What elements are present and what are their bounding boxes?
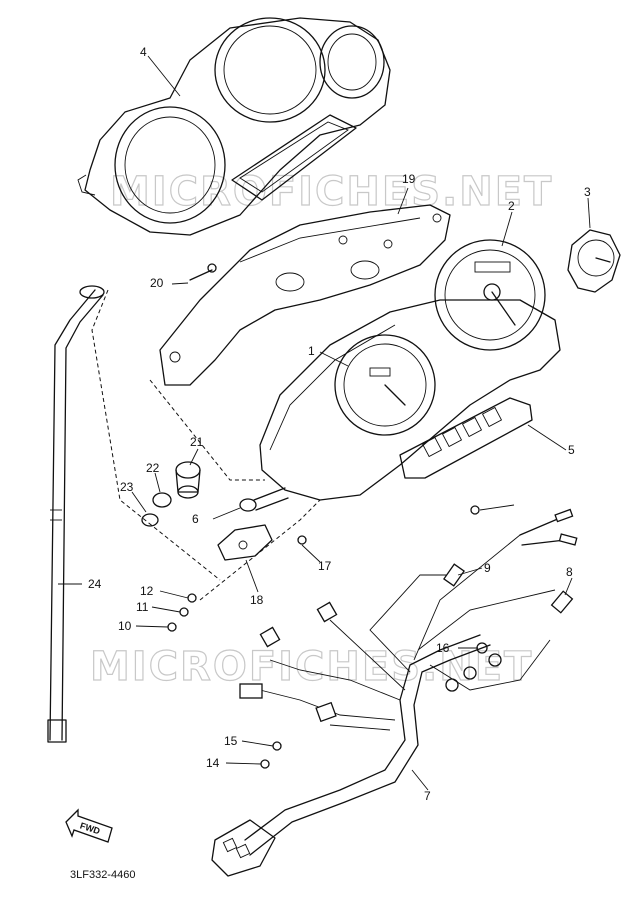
washer-part-22 (152, 492, 172, 508)
bulb-sockets-part-16 (445, 642, 502, 692)
watermark-top: MICROFICHES.NET (110, 169, 553, 215)
grommet-part-21 (175, 461, 201, 499)
callout-3: 3 (584, 185, 591, 199)
leader-lines (58, 55, 591, 791)
meter-assembly (259, 239, 561, 501)
assembly-guide-low (199, 499, 321, 601)
callout-15: 15 (224, 734, 238, 748)
nut-part-23 (141, 513, 159, 527)
bulb-part-8 (550, 590, 574, 614)
screw-part-13 (470, 505, 480, 515)
callout-7: 7 (424, 789, 431, 803)
meter-cover-part-4 (77, 17, 391, 236)
tachometer-part-1 (334, 334, 436, 436)
callout-9: 9 (484, 561, 491, 575)
gauge-part-3 (567, 229, 621, 293)
stay-part-18 (217, 524, 273, 561)
callout-6: 6 (192, 512, 199, 526)
indicator-panel-part-5 (399, 397, 533, 479)
callout-14: 14 (206, 756, 220, 770)
callout-labels: 4 2 3 1 19 20 5 6 17 18 21 22 23 24 12 1… (88, 45, 591, 803)
callout-12: 12 (140, 584, 154, 598)
assembly-guide-left (91, 289, 221, 581)
speedometer-cable-part-24 (47, 285, 105, 743)
assembly-guide-mid (149, 379, 265, 481)
callout-20: 20 (150, 276, 164, 290)
callout-22: 22 (146, 461, 160, 475)
callout-23: 23 (120, 480, 134, 494)
callout-1: 1 (308, 344, 315, 358)
screw-part-17 (297, 535, 307, 545)
callout-4: 4 (140, 45, 147, 59)
callout-8: 8 (566, 565, 573, 579)
callout-10: 10 (118, 619, 132, 633)
callout-24: 24 (88, 577, 102, 591)
screw-part-20 (189, 263, 217, 281)
callout-5: 5 (568, 443, 575, 457)
bracket-part-19 (159, 204, 451, 386)
speedometer-part-2 (434, 239, 546, 351)
callout-16: 16 (436, 641, 450, 655)
callout-11: 11 (136, 600, 149, 614)
bolt-part-6 (239, 487, 289, 512)
watermark-bottom: MICROFICHES.NET (90, 644, 533, 690)
drawing-code: 3LF332-4460 (70, 869, 135, 881)
bulb-socket-part-9 (443, 563, 465, 587)
callout-18: 18 (250, 593, 264, 607)
callout-21: 21 (190, 435, 204, 449)
wire-harness-part-7 (211, 508, 578, 877)
callout-19: 19 (402, 172, 416, 186)
bolts-parts-10-12 (167, 593, 197, 632)
callout-17: 17 (318, 559, 332, 573)
forward-arrow-icon: FWD (65, 808, 113, 843)
callout-2: 2 (508, 199, 515, 213)
